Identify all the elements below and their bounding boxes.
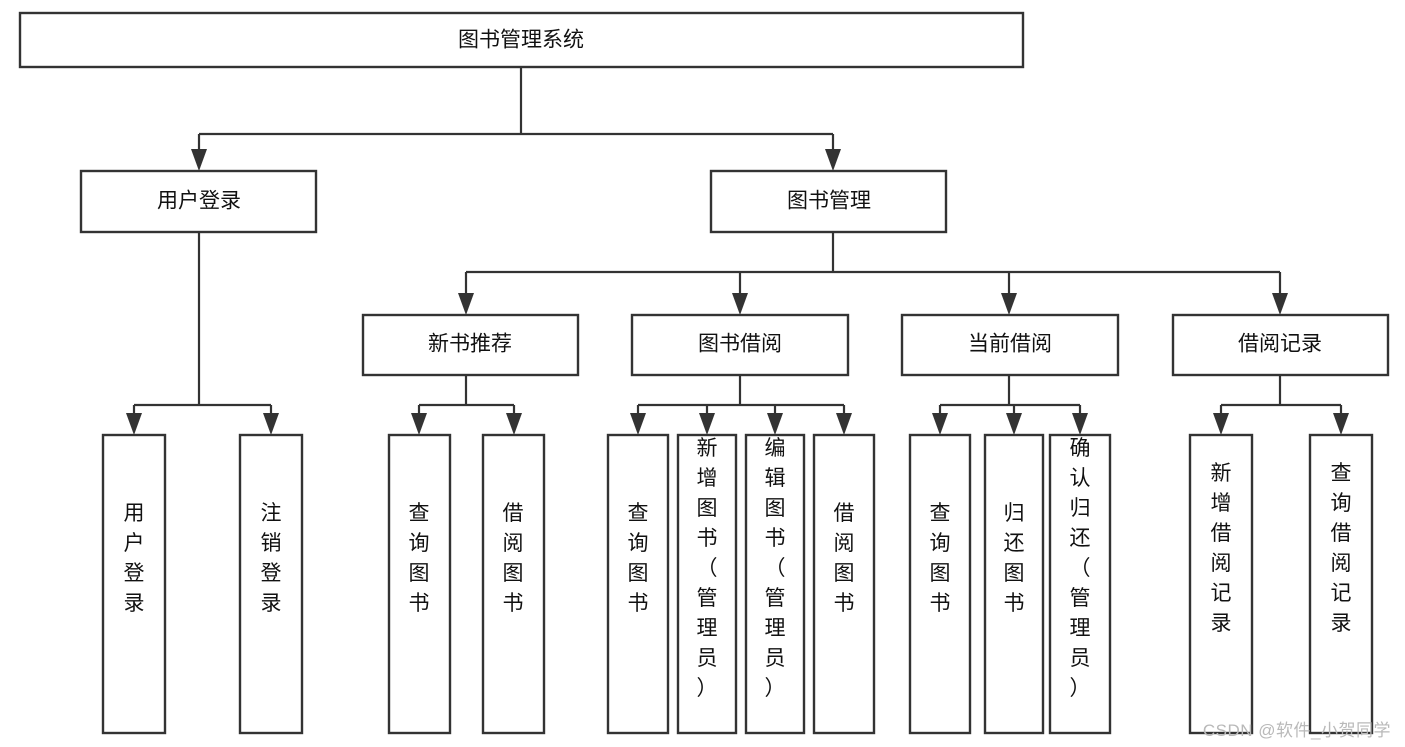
node-leaf-query-book-1[interactable]: 查询图书	[387, 433, 452, 735]
connector-group-book-borrow-to-leaves	[630, 375, 852, 435]
node-leaf-query-book-3-box[interactable]	[908, 433, 972, 735]
node-borrow-record[interactable]: 借阅记录	[1171, 313, 1390, 377]
node-leaf-logout[interactable]: 注销登录	[238, 433, 304, 735]
node-leaf-borrow-book-2-label: 借阅图书	[834, 502, 855, 615]
node-root-label: 图书管理系统	[458, 29, 584, 52]
connector-group-borrow-record-to-leaves	[1213, 375, 1349, 435]
node-leaf-query-book-1-box[interactable]	[387, 433, 452, 735]
connector-user-login-branch	[132, 232, 273, 420]
node-leaf-add-record-box[interactable]	[1188, 433, 1254, 735]
node-current-borrow-box[interactable]	[900, 313, 1120, 377]
connector-group-root-to-level2	[191, 67, 841, 171]
node-new-book-rec[interactable]: 新书推荐	[361, 313, 580, 377]
arrow-to-user-login	[191, 149, 207, 171]
node-leaf-borrow-book-1-box[interactable]	[481, 433, 546, 735]
arrow-to-new-book-rec	[458, 293, 474, 315]
node-leaf-user-login[interactable]: 用户登录	[101, 433, 167, 735]
node-leaf-add-book-box[interactable]	[676, 433, 738, 735]
node-current-borrow-label: 当前借阅	[968, 333, 1052, 356]
node-leaf-confirm-return-box[interactable]	[1048, 433, 1112, 735]
connector-borrow-record-branch	[1219, 375, 1343, 420]
arrow-to-leaf-add-book	[699, 413, 715, 435]
node-new-book-rec-label: 新书推荐	[428, 333, 512, 356]
arrow-to-leaf-query-book-2	[630, 413, 646, 435]
connector-current-borrow-branch	[938, 375, 1082, 420]
node-book-borrow[interactable]: 图书借阅	[630, 313, 850, 377]
node-leaf-borrow-book-1-label: 借阅图书	[503, 502, 524, 615]
node-leaf-confirm-return[interactable]: 确认归还（管理员）	[1048, 433, 1112, 735]
connector-group-new-book-rec-to-leaves	[411, 375, 522, 435]
node-leaf-borrow-book-2[interactable]: 借阅图书	[812, 433, 876, 735]
csdn-watermark: CSDN @软件_小贺同学	[1202, 721, 1391, 740]
node-leaf-query-book-3-label: 查询图书	[930, 502, 951, 615]
arrow-to-leaf-query-book-1	[411, 413, 427, 435]
node-leaf-query-book-1-label: 查询图书	[409, 502, 430, 615]
node-leaf-logout-box[interactable]	[238, 433, 304, 735]
node-leaf-return-book-box[interactable]	[983, 433, 1045, 735]
arrow-to-borrow-record	[1272, 293, 1288, 315]
connector-group-book-manage-to-level3	[458, 232, 1288, 315]
node-root[interactable]: 图书管理系统	[18, 11, 1025, 69]
node-leaf-edit-book-box[interactable]	[744, 433, 806, 735]
node-user-login-box[interactable]	[79, 169, 318, 234]
node-book-manage-label: 图书管理	[787, 190, 871, 213]
node-leaf-return-book-label: 归还图书	[1004, 502, 1025, 615]
node-leaf-query-book-3[interactable]: 查询图书	[908, 433, 972, 735]
arrow-to-leaf-return-book	[1006, 413, 1022, 435]
node-leaf-add-record-label: 新增借阅记录	[1211, 462, 1232, 635]
connector-book-manage-branch	[464, 232, 1282, 299]
node-user-login-label: 用户登录	[157, 190, 241, 213]
connector-group-user-login-to-leaves	[126, 232, 279, 435]
node-leaf-add-record[interactable]: 新增借阅记录	[1188, 433, 1254, 735]
node-leaf-query-book-2-box[interactable]	[606, 433, 670, 735]
node-leaf-add-book-label: 新增图书（管理员）	[697, 437, 718, 700]
node-leaf-query-book-2[interactable]: 查询图书	[606, 433, 670, 735]
node-book-borrow-box[interactable]	[630, 313, 850, 377]
node-book-manage-box[interactable]	[709, 169, 948, 234]
node-leaf-logout-label: 注销登录	[261, 502, 282, 615]
node-borrow-record-label: 借阅记录	[1238, 333, 1322, 356]
arrow-to-leaf-query-book-3	[932, 413, 948, 435]
node-leaf-edit-book-label: 编辑图书（管理员）	[765, 437, 786, 700]
node-book-borrow-label: 图书借阅	[698, 333, 782, 356]
arrow-to-leaf-borrow-book-2	[836, 413, 852, 435]
node-leaf-borrow-book-1[interactable]: 借阅图书	[481, 433, 546, 735]
connector-root-branch	[197, 67, 835, 155]
arrow-to-current-borrow	[1001, 293, 1017, 315]
arrow-to-leaf-query-record	[1333, 413, 1349, 435]
node-leaf-user-login-label: 用户登录	[124, 502, 145, 615]
node-leaf-query-record-box[interactable]	[1308, 433, 1374, 735]
node-leaf-query-record[interactable]: 查询借阅记录	[1308, 433, 1374, 735]
node-borrow-record-box[interactable]	[1171, 313, 1390, 377]
connector-new-book-rec-branch	[417, 375, 516, 420]
node-leaf-edit-book[interactable]: 编辑图书（管理员）	[744, 433, 806, 735]
node-user-login[interactable]: 用户登录	[79, 169, 318, 234]
node-leaf-add-book[interactable]: 新增图书（管理员）	[676, 433, 738, 735]
arrow-to-leaf-confirm-return	[1072, 413, 1088, 435]
arrow-to-leaf-add-record	[1213, 413, 1229, 435]
node-book-manage[interactable]: 图书管理	[709, 169, 948, 234]
connector-group-current-borrow-to-leaves	[932, 375, 1088, 435]
arrow-to-book-borrow	[732, 293, 748, 315]
arrow-to-leaf-edit-book	[767, 413, 783, 435]
node-leaf-user-login-box[interactable]	[101, 433, 167, 735]
node-new-book-rec-box[interactable]	[361, 313, 580, 377]
node-current-borrow[interactable]: 当前借阅	[900, 313, 1120, 377]
node-leaf-return-book[interactable]: 归还图书	[983, 433, 1045, 735]
node-root-box[interactable]	[18, 11, 1025, 69]
arrow-to-leaf-borrow-book-1	[506, 413, 522, 435]
arrow-to-book-manage	[825, 149, 841, 171]
node-leaf-borrow-book-2-box[interactable]	[812, 433, 876, 735]
node-leaf-query-book-2-label: 查询图书	[628, 502, 649, 615]
arrow-to-leaf-logout	[263, 413, 279, 435]
node-leaf-query-record-label: 查询借阅记录	[1331, 462, 1352, 635]
node-leaf-confirm-return-label: 确认归还（管理员）	[1070, 437, 1091, 700]
connector-book-borrow-branch	[636, 375, 846, 420]
arrow-to-leaf-user-login	[126, 413, 142, 435]
